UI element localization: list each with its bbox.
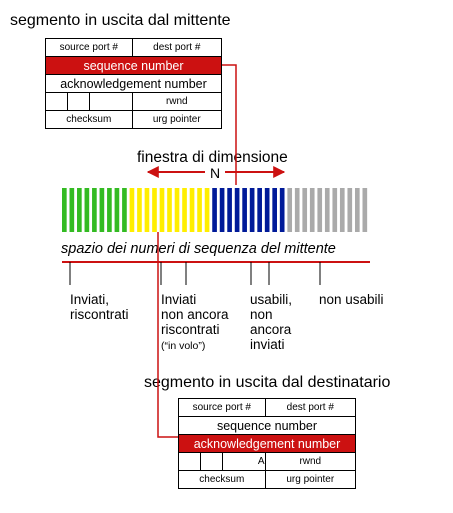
sequence-slot-in-flight	[129, 188, 135, 232]
receiver-rwnd: rwnd	[264, 452, 357, 471]
sequence-space-label: spazio dei numeri di sequenza del mitten…	[61, 241, 336, 257]
sequence-slot-acked	[62, 188, 67, 232]
sequence-slot-in-flight	[159, 188, 165, 232]
category-usable-line: usabili,	[250, 292, 293, 307]
window-size-label: finestra di dimensione	[137, 149, 288, 166]
sender-urg-pointer: urg pointer	[131, 110, 223, 129]
sender-dest-port: dest port #	[131, 38, 223, 57]
sequence-slot-in-flight	[167, 188, 172, 232]
sequence-slot-usable	[219, 188, 225, 232]
receiver-urg-pointer: urg pointer	[264, 470, 357, 489]
sequence-slot-not-usable	[332, 188, 338, 232]
receiver-flag-cell	[199, 452, 223, 471]
sequence-slot-not-usable	[347, 188, 353, 232]
sequence-slot-in-flight	[137, 188, 142, 232]
sequence-slot-acked	[114, 188, 120, 232]
sequence-slot-in-flight	[204, 188, 210, 232]
category-acked-line: Inviati,	[70, 292, 110, 307]
receiver-source-port: source port #	[178, 398, 266, 417]
sequence-slot-not-usable	[287, 188, 293, 232]
category-in-flight-line: non ancora	[161, 307, 229, 322]
sequence-slot-not-usable	[324, 188, 330, 232]
category-in-flight-line: riscontrati	[161, 322, 220, 337]
sender-flag-cell	[45, 92, 68, 111]
sequence-slot-usable	[227, 188, 232, 232]
category-not-usable: non usabili	[319, 292, 384, 307]
sender-ack-number: acknowledgement number	[45, 74, 222, 93]
sequence-slot-in-flight	[182, 188, 187, 232]
category-usable: usabili, non ancora inviati	[250, 292, 292, 352]
receiver-segment-header: source port # dest port # sequence numbe…	[178, 398, 357, 489]
sequence-slot-not-usable	[294, 188, 300, 232]
sequence-slot-in-flight	[197, 188, 202, 232]
sequence-slot-usable	[234, 188, 240, 232]
sequence-slot-acked	[122, 188, 127, 232]
sequence-slot-usable	[212, 188, 217, 232]
category-in-flight-line: Inviati	[161, 292, 197, 307]
category-in-flight: Inviati non ancora riscontrati (“in volo…	[161, 292, 229, 354]
sequence-number-space	[62, 188, 368, 232]
sequence-slot-acked	[84, 188, 90, 232]
sender-segment-header: source port # dest port # sequence numbe…	[45, 38, 223, 129]
receiver-ack-flag: A	[257, 456, 265, 467]
sequence-slot-not-usable	[339, 188, 345, 232]
category-acked-line: riscontrati	[70, 307, 129, 322]
receiver-flag-cell	[178, 452, 201, 471]
sequence-slot-usable	[272, 188, 277, 232]
sender-checksum: checksum	[45, 110, 133, 129]
receiver-dest-port: dest port #	[264, 398, 357, 417]
category-in-flight-note: (“in volo”)	[161, 340, 206, 352]
sequence-slot-not-usable	[309, 188, 315, 232]
category-usable-line: non	[250, 307, 273, 322]
sequence-slot-in-flight	[144, 188, 150, 232]
sender-flag-cell	[88, 92, 133, 111]
sequence-slot-usable	[279, 188, 285, 232]
category-usable-line: ancora	[250, 322, 292, 337]
sequence-slot-usable	[257, 188, 262, 232]
sequence-slot-in-flight	[152, 188, 157, 232]
sequence-slot-in-flight	[189, 188, 195, 232]
sequence-slot-acked	[99, 188, 105, 232]
sequence-slot-usable	[249, 188, 255, 232]
category-acked: Inviati, riscontrati	[70, 292, 129, 322]
receiver-segment-title: segmento in uscita dal destinatario	[144, 374, 391, 391]
sequence-slot-not-usable	[354, 188, 360, 232]
sequence-slot-usable	[264, 188, 270, 232]
sender-source-port: source port #	[45, 38, 133, 57]
category-not-usable-line: non usabili	[319, 292, 384, 307]
sender-flag-cell	[66, 92, 90, 111]
sequence-slot-not-usable	[362, 188, 368, 232]
receiver-sequence-number: sequence number	[178, 416, 356, 435]
receiver-ack-number: acknowledgement number	[178, 434, 356, 453]
sequence-slot-acked	[69, 188, 75, 232]
sequence-slot-acked	[107, 188, 112, 232]
receiver-checksum: checksum	[178, 470, 266, 489]
sender-segment-title: segmento in uscita dal mittente	[10, 12, 231, 29]
receiver-flag-cell: A	[221, 452, 266, 471]
sequence-slot-usable	[242, 188, 247, 232]
window-size-n: N	[210, 165, 221, 181]
category-usable-line: inviati	[250, 337, 285, 352]
sequence-slot-in-flight	[174, 188, 180, 232]
sender-sequence-number: sequence number	[45, 56, 222, 75]
sequence-slot-acked	[92, 188, 97, 232]
sequence-slot-acked	[77, 188, 82, 232]
sequence-slot-not-usable	[302, 188, 308, 232]
sender-rwnd: rwnd	[131, 92, 223, 111]
sequence-slot-not-usable	[317, 188, 323, 232]
sequence-number-pointer	[222, 64, 237, 185]
